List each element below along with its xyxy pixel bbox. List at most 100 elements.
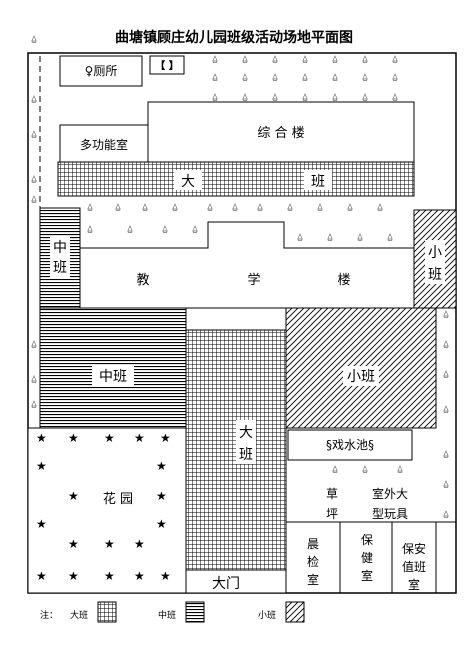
tree-icon	[212, 93, 218, 101]
tree-icon	[31, 35, 37, 43]
garden-stars: ★★★★★★★★★★★★★★★★★★★	[36, 431, 171, 583]
tree-icon	[362, 465, 368, 473]
tree-icon	[317, 203, 323, 211]
small-class-right-label-bg	[425, 240, 445, 284]
multi-function-room-label: 多功能室	[80, 137, 128, 152]
tree-icon	[127, 225, 133, 233]
health-room-label-3: 室	[361, 568, 373, 583]
tree-icon	[397, 465, 403, 473]
tree-icon	[272, 55, 278, 63]
tree-icon	[302, 93, 308, 101]
small-class-right-label-1: 小	[428, 245, 442, 261]
health-room-label-1: 保	[361, 533, 373, 547]
tree-icon	[257, 203, 263, 211]
tree-icon	[443, 405, 449, 413]
grass-label-1: 草	[326, 487, 338, 501]
tree-icon	[31, 195, 37, 203]
garden-star-icon: ★	[68, 489, 79, 503]
main-gate-label: 大门	[212, 576, 240, 592]
tree-icon	[287, 203, 293, 211]
tree-icon	[272, 93, 278, 101]
garden-star-icon: ★	[156, 459, 167, 473]
tree-icon	[387, 233, 393, 241]
garden-star-icon: ★	[36, 569, 47, 583]
tree-icon	[212, 73, 218, 81]
tree-icon	[115, 203, 121, 211]
legend-middle-label: 中班	[158, 609, 176, 621]
middle-class-left-label-1: 中	[53, 240, 67, 256]
guard-room-label-3: 室	[408, 577, 420, 592]
tree-icon	[362, 55, 368, 63]
legend-prefix: 注：	[40, 609, 58, 621]
teaching-building-label-2: 学	[247, 272, 260, 288]
teaching-building-label-3: 楼	[337, 273, 350, 288]
guard-room-label-2: 值班	[402, 559, 426, 574]
legend-small-swatch	[285, 601, 305, 623]
tree-icon	[392, 73, 398, 81]
garden-star-icon: ★	[36, 431, 47, 445]
tree-icon	[212, 55, 218, 63]
tree-icon	[332, 465, 338, 473]
garden-star-icon: ★	[104, 537, 115, 551]
toilet-door-label: 【 】	[155, 59, 178, 72]
tree-icon	[87, 225, 93, 233]
big-class-zone-top	[57, 161, 415, 197]
garden-star-icon: ★	[156, 517, 167, 531]
tree-icon	[443, 340, 449, 348]
tree-icon	[31, 175, 37, 183]
tree-icon	[392, 55, 398, 63]
garden-area	[27, 427, 187, 594]
multi-function-room	[59, 124, 149, 163]
tree-icon	[87, 203, 93, 211]
legend-big-label: 大班	[70, 609, 88, 621]
small-class-big-label-bg	[343, 366, 379, 386]
big-class-center-label-bg	[236, 420, 256, 464]
tree-icon	[443, 480, 449, 488]
garden-star-icon: ★	[134, 537, 145, 551]
tree-icon	[362, 73, 368, 81]
tree-icon	[327, 233, 333, 241]
tree-icon	[192, 225, 198, 233]
tree-icon	[272, 73, 278, 81]
big-class-center-label-1: 大	[239, 425, 253, 441]
garden-star-icon: ★	[68, 431, 79, 445]
tree-icon	[172, 203, 178, 211]
garden-star-icon: ★	[36, 459, 47, 473]
tree-icon	[242, 55, 248, 63]
tree-icon	[443, 310, 449, 318]
teaching-building	[79, 221, 415, 309]
garden-star-icon: ★	[36, 517, 47, 531]
morning-check-room-label-2: 检	[307, 554, 319, 569]
garden-star-icon: ★	[134, 569, 145, 583]
tree-icon	[31, 95, 37, 103]
middle-class-left-label-2: 班	[53, 260, 67, 276]
garden-star-icon: ★	[104, 431, 115, 445]
big-class-top-label-2: 班	[311, 174, 325, 190]
middle-class-big-label: 中班	[99, 369, 127, 385]
outdoor-toys-label-1: 室外大	[372, 486, 408, 501]
page-title: 曲塘镇顾庄幼儿园班级活动场地平面图	[115, 29, 353, 46]
morning-check-room-label-3: 室	[307, 572, 319, 587]
guard-room-label-1: 保安	[402, 541, 426, 556]
small-class-big-label: 小班	[347, 369, 375, 385]
garden-star-icon: ★	[160, 569, 171, 583]
middle-class-left-label-bg	[50, 236, 70, 278]
middle-class-big-label-bg	[92, 366, 134, 386]
tree-icon	[357, 233, 363, 241]
tree-icon	[302, 55, 308, 63]
garden-star-icon: ★	[134, 431, 145, 445]
tree-icon	[332, 93, 338, 101]
morning-check-room-label-1: 晨	[307, 537, 319, 551]
big-class-top-label-bg-2	[304, 170, 332, 190]
tree-icon	[31, 340, 37, 348]
main-gate	[185, 569, 287, 594]
tree-icon	[232, 203, 238, 211]
legend-middle-swatch	[185, 601, 205, 623]
legend-small-label: 小班	[258, 609, 276, 621]
legend-big-swatch	[97, 601, 117, 623]
big-class-top-label-bg-1	[174, 170, 202, 190]
tree-icon	[31, 375, 37, 383]
tree-icon	[362, 93, 368, 101]
tree-icon	[443, 510, 449, 518]
